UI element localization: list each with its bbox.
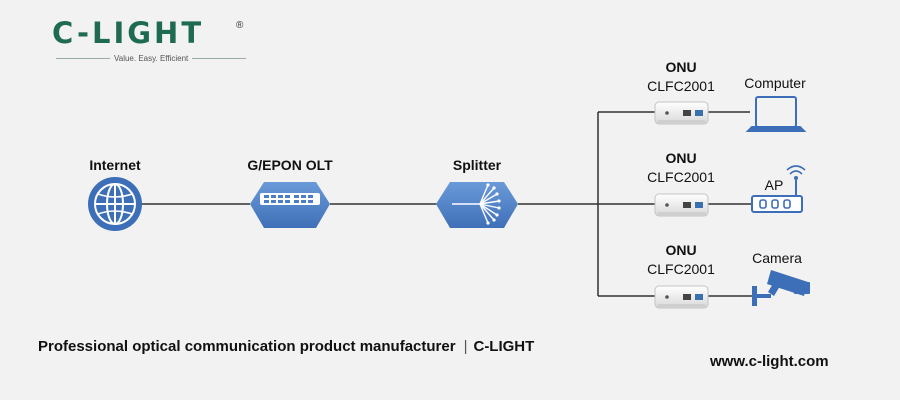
onu-3-model: CLFC2001: [647, 261, 715, 277]
footer-tagline-row: Professional optical communication produ…: [38, 338, 534, 355]
onu-device-icon: [654, 101, 709, 125]
label-camera: Camera: [752, 250, 802, 266]
olt-switch-icon: [250, 182, 330, 228]
footer-website: www.c-light.com: [710, 353, 829, 370]
brand-logo: C-LIGHT: [52, 16, 205, 50]
registered-mark: ®: [236, 20, 244, 31]
onu-1-title: ONU: [665, 59, 697, 75]
onu-1-model: CLFC2001: [647, 78, 715, 94]
camera-icon: [752, 270, 810, 306]
footer-brand: C-LIGHT: [473, 338, 535, 355]
splitter-icon: [436, 182, 518, 228]
label-splitter: Splitter: [452, 157, 502, 173]
footer-tagline: Professional optical communication produ…: [38, 338, 456, 355]
label-ap: AP: [764, 177, 784, 193]
laptop-icon: [745, 96, 807, 132]
onu-device-icon: [654, 193, 709, 217]
logo-slogan: Value. Easy. Efficient: [110, 54, 193, 63]
onu-2-title: ONU: [665, 150, 697, 166]
label-computer: Computer: [744, 75, 806, 91]
onu-device-icon: [654, 285, 709, 309]
globe-icon: [88, 177, 142, 231]
connection-lines: [140, 111, 752, 297]
onu-2-model: CLFC2001: [647, 169, 715, 185]
footer-separator: |: [463, 338, 468, 355]
label-internet: Internet: [89, 157, 141, 173]
label-olt: G/EPON OLT: [247, 157, 333, 173]
router-icon: [751, 165, 806, 213]
onu-3-title: ONU: [665, 242, 697, 258]
